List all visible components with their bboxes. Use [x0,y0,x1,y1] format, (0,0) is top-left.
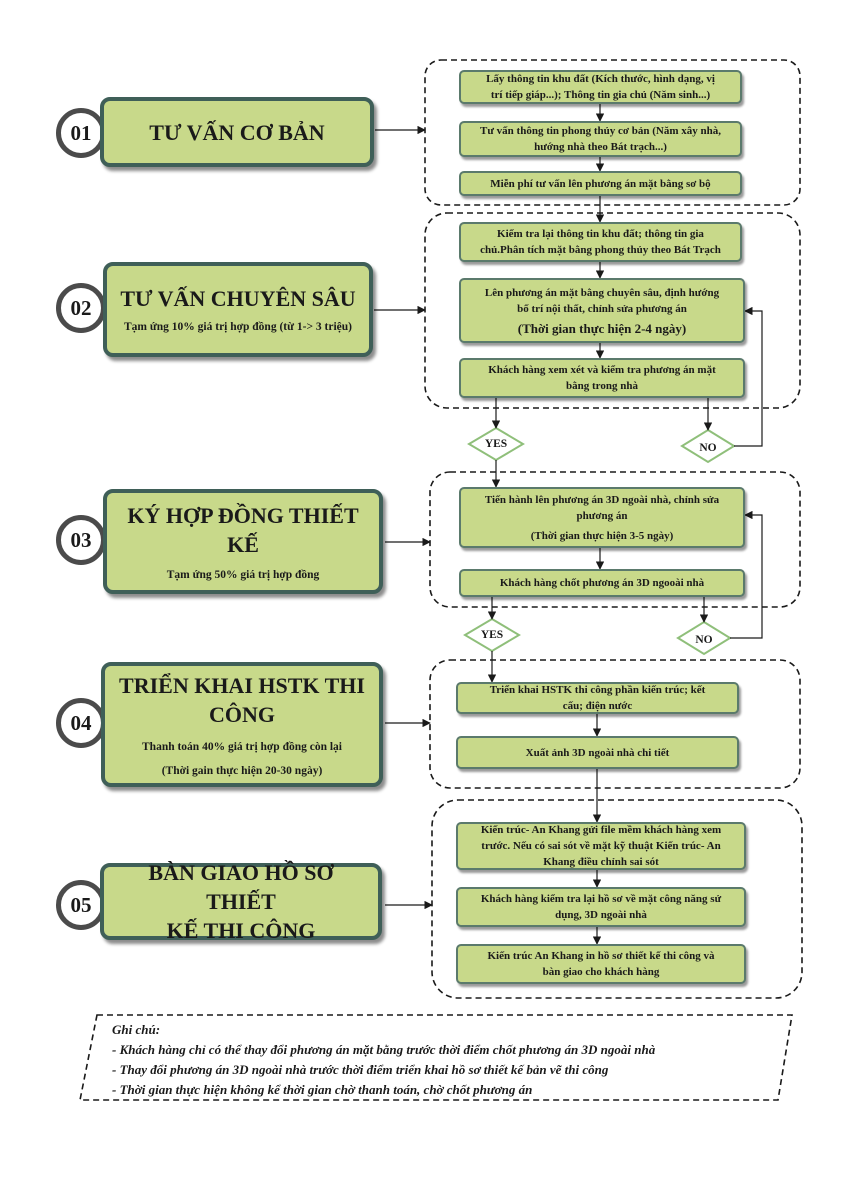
step-text: Kiểm tra lại thông tin khu đất; thông ti… [497,228,704,240]
step-text: Khách hàng kiểm tra lại hồ sơ về mặt côn… [480,893,722,905]
stage-number-4: 04 [56,698,106,748]
step-text: dụng, 3D ngoài nhà [555,909,647,921]
step-duration: (Thời gian thực hiện 3-5 ngày) [530,529,674,542]
stage-number-3: 03 [56,515,106,565]
stage-subtitle: (Thời gain thực hiện 20-30 ngày) [161,764,323,777]
stage-2-box: TƯ VẤN CHUYÊN SÂU Tạm ứng 10% giá trị hợ… [103,262,373,357]
step-6: Khách hàng xem xét và kiểm tra phương án… [459,358,745,398]
decision-label-yes-1: YES [484,438,508,450]
stage-number-5: 05 [56,880,106,930]
step-text: Miễn phí tư vấn lên phương án mặt bằng s… [490,177,711,190]
decision-label-yes-2: YES [480,629,504,641]
stage-title: TƯ VẤN CHUYÊN SÂU [120,286,356,311]
decision-label-no-2: NO [695,634,713,646]
step-text: trước. Nếu có sai sót về mặt kỹ thuật Ki… [481,840,721,852]
step-1: Lấy thông tin khu đất (Kích thước, hình … [459,70,742,104]
step-text: chủ.Phân tích mặt bằng phong thủy theo B… [480,244,721,256]
stage-title: KÝ HỢP ĐỒNG THIẾT [127,502,359,528]
step-text: Tư vấn thông tin phong thủy cơ bản (Năm … [479,125,721,137]
note-line: - Thay đổi phương án 3D ngoài nhà trước … [112,1062,609,1077]
step-10: Xuất ảnh 3D ngoài nhà chi tiết [456,736,739,769]
stage-1-box: TƯ VẤN CƠ BẢN [100,97,374,167]
step-text: bố trí nội thất, chỉnh sửa phương án [517,302,687,315]
connector-no-loop-2 [730,510,763,639]
decision-diamond-no-1 [680,428,736,464]
decision-diamond-no-2 [676,620,732,656]
step-text: Triển khai HSTK thi công phần kiến trúc;… [489,684,706,696]
step-text: Khách hàng chốt phương án 3D ngooài nhà [499,577,705,589]
notes-block: Ghi chú: - Khách hàng chỉ có thể thay đổ… [112,1020,782,1100]
stage-4-box: TRIỂN KHAI HSTK THI CÔNG Thanh toán 40% … [101,662,383,787]
step-text: Tiến hành lên phương án 3D ngoài nhà, ch… [484,493,720,506]
step-text: trí tiếp giáp...); Thông tin gia chủ (Nă… [490,89,711,101]
step-text: Lên phương án mặt bằng chuyên sâu, định … [484,286,720,299]
step-text: Kiến trúc- An Khang gửi file mềm khách h… [480,824,722,836]
step-2: Tư vấn thông tin phong thủy cơ bản (Năm … [459,121,742,157]
step-text: phương án [576,509,628,522]
step-4: Kiểm tra lại thông tin khu đất; thông ti… [459,222,742,262]
step-9: Triển khai HSTK thi công phần kiến trúc;… [456,682,739,714]
step-8: Khách hàng chốt phương án 3D ngooài nhà [459,569,745,597]
step-11: Kiến trúc- An Khang gửi file mềm khách h… [456,822,746,870]
stage-subtitle: Tạm ứng 10% giá trị hợp đồng (từ 1-> 3 t… [124,321,352,333]
step-text: hướng nhà theo Bát trạch...) [534,141,667,153]
stage-title: TRIỂN KHAI HSTK THI [119,672,365,698]
stage-number-2: 02 [56,283,106,333]
stage-3-box: KÝ HỢP ĐỒNG THIẾT KẾ Tạm ứng 50% giá trị… [103,489,383,594]
note-line: - Thời gian thực hiện không kể thời gian… [112,1082,533,1097]
stage-subtitle: Tạm ứng 50% giá trị hợp đồng [166,568,320,581]
stage-title: CÔNG [209,701,275,727]
step-text: bàn giao cho khách hàng [542,966,660,978]
stage-title: BÀN GIAO HỒ SƠ THIẾT [148,860,334,914]
step-duration: (Thời gian thực hiện 2-4 ngày) [517,320,687,336]
stage-title: KẾ THI CÔNG [166,918,316,943]
step-text: bằng trong nhà [566,380,638,392]
step-12: Khách hàng kiểm tra lại hồ sơ về mặt côn… [456,887,746,927]
step-text: Khang điều chỉnh sai sót [543,856,659,868]
step-13: Kiến trúc An Khang in hồ sơ thiết kế thi… [456,944,746,984]
decision-label-no-1: NO [699,442,717,454]
notes-frame [79,1014,793,1101]
stage-number-1: 01 [56,108,106,158]
step-text: Xuất ảnh 3D ngoài nhà chi tiết [525,746,670,759]
step-5: Lên phương án mặt bằng chuyên sâu, định … [459,278,745,343]
stage-title: TƯ VẤN CƠ BẢN [149,119,325,145]
stage-subtitle: Thanh toán 40% giá trị hợp đồng còn lại [142,740,342,753]
step-3: Miễn phí tư vấn lên phương án mặt bằng s… [459,171,742,196]
stage-5-box: BÀN GIAO HỒ SƠ THIẾT KẾ THI CÔNG [100,860,382,943]
note-line: - Khách hàng chỉ có thể thay đổi phương … [112,1042,656,1057]
connector-no-loop-1 [734,306,763,447]
step-text: cấu; điện nước [562,700,633,712]
step-text: Lấy thông tin khu đất (Kích thước, hình … [486,73,715,85]
group-frame-5 [431,799,803,999]
stage-title: KẾ [227,531,259,557]
step-text: Khách hàng xem xét và kiểm tra phương án… [488,364,716,376]
step-text: Kiến trúc An Khang in hồ sơ thiết kế thi… [487,950,715,962]
group-frame-3 [429,471,801,608]
step-7: Tiến hành lên phương án 3D ngoài nhà, ch… [459,487,745,548]
notes-title: Ghi chú: [112,1022,161,1037]
